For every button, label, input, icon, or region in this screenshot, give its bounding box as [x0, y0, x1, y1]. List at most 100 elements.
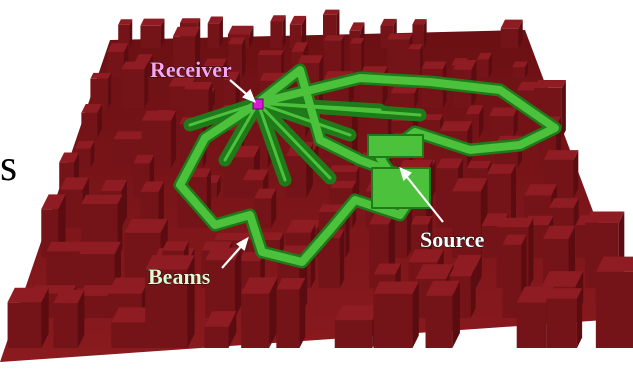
- beam-thin-rays: [188, 101, 422, 182]
- building-side: [528, 217, 534, 288]
- building-top: [410, 215, 433, 225]
- building-side: [576, 288, 583, 348]
- building-top: [107, 43, 129, 53]
- building-top: [81, 104, 102, 113]
- building-top: [453, 59, 477, 70]
- building-top: [291, 42, 309, 52]
- beams-arrowhead: [236, 236, 249, 251]
- annotation-arrows: [221, 79, 444, 269]
- building-top: [496, 217, 534, 228]
- building-top: [100, 179, 128, 192]
- building: [595, 256, 633, 348]
- building-top: [489, 107, 518, 117]
- building-top: [449, 266, 476, 277]
- building: [425, 280, 460, 348]
- building-side: [158, 181, 164, 228]
- building: [390, 85, 419, 108]
- building-top: [380, 18, 397, 26]
- building-side: [339, 229, 345, 288]
- building-side: [144, 61, 149, 108]
- building-front: [241, 293, 270, 348]
- building-top: [408, 249, 444, 263]
- source-arrowhead: [399, 167, 412, 182]
- building-top: [524, 184, 557, 196]
- building-top: [75, 141, 95, 149]
- building: [90, 72, 112, 108]
- building-top: [285, 224, 316, 233]
- building: [75, 141, 95, 168]
- building-front: [489, 116, 514, 138]
- building-front: [172, 36, 196, 78]
- building-top: [184, 81, 213, 90]
- building-side: [470, 266, 476, 318]
- building-front: [140, 25, 161, 48]
- building: [121, 61, 149, 108]
- building-front: [452, 191, 481, 258]
- building-side: [121, 179, 128, 228]
- building-side: [281, 50, 284, 78]
- building-side: [234, 247, 242, 318]
- building-side: [41, 287, 49, 348]
- building-front: [408, 49, 421, 78]
- source-arrow: [402, 171, 444, 223]
- building-top: [439, 121, 473, 132]
- building-side: [129, 19, 133, 48]
- building-side: [428, 215, 433, 258]
- building: [172, 26, 201, 78]
- building-front: [350, 43, 362, 78]
- building-top: [502, 234, 527, 245]
- building-top: [180, 18, 201, 24]
- building-side: [216, 175, 221, 198]
- building: [452, 178, 488, 258]
- building-top: [425, 280, 460, 296]
- building-side: [108, 72, 112, 108]
- building-side: [160, 18, 165, 48]
- building-top: [349, 22, 365, 31]
- building-top: [270, 15, 286, 22]
- building-top: [542, 225, 576, 239]
- building-front: [425, 295, 453, 348]
- building: [324, 35, 345, 78]
- building-top: [133, 154, 155, 164]
- building-side: [475, 254, 482, 288]
- building-top: [350, 37, 365, 44]
- building-front: [204, 326, 229, 348]
- building: [207, 16, 223, 48]
- beams-label: Beams: [148, 264, 211, 289]
- building-top: [373, 281, 419, 294]
- building: [223, 71, 240, 108]
- source-label: Source: [420, 227, 485, 252]
- building-top: [465, 105, 484, 115]
- building-front: [502, 244, 522, 318]
- building: [276, 277, 306, 348]
- building-top: [162, 241, 189, 251]
- building-front: [546, 298, 577, 348]
- building-top: [373, 263, 401, 275]
- building-top: [257, 50, 284, 56]
- building-side: [525, 61, 528, 78]
- building: [203, 58, 227, 78]
- building: [140, 18, 165, 48]
- building-front: [145, 269, 188, 348]
- building-front: [276, 289, 300, 348]
- building-top: [203, 58, 227, 67]
- building-side: [573, 150, 579, 198]
- building: [118, 19, 133, 48]
- building-top: [289, 15, 307, 25]
- building-top: [118, 19, 133, 25]
- building-side: [195, 26, 201, 78]
- building-side: [431, 159, 436, 198]
- receiver-marker: [252, 98, 264, 110]
- beam-source-link: [254, 66, 404, 179]
- building-top: [141, 110, 177, 121]
- building-front: [500, 28, 519, 48]
- building-side: [114, 241, 121, 288]
- building-side: [511, 164, 516, 228]
- building-top: [227, 25, 254, 35]
- building-side: [242, 37, 246, 78]
- building-top: [421, 114, 444, 121]
- building-top: [436, 158, 463, 169]
- building-front: [286, 156, 307, 198]
- building-side: [414, 85, 419, 108]
- building-top: [546, 288, 583, 299]
